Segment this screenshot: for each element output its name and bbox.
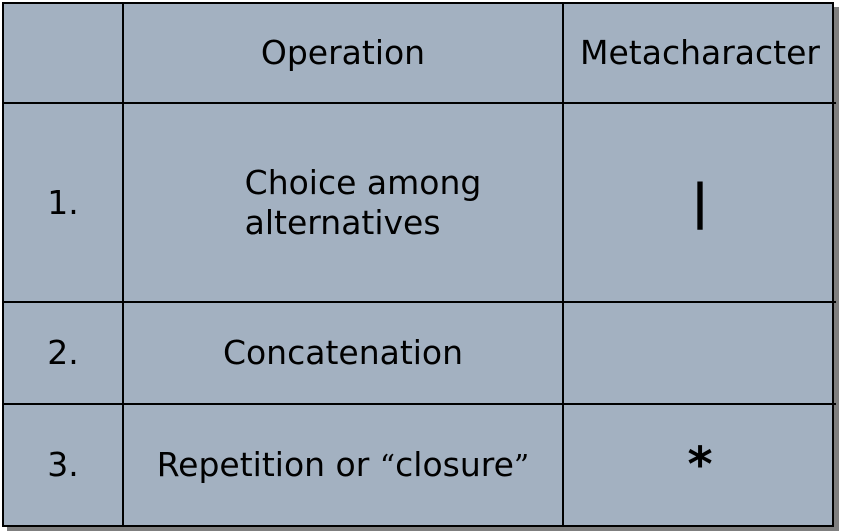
row-number: 1.	[47, 182, 79, 222]
header-operation-cell: Operation	[122, 4, 564, 105]
operation-cell: Concatenation	[122, 300, 564, 405]
operation-text: Concatenation	[222, 332, 464, 372]
header-operation-label: Operation	[260, 33, 426, 73]
operation-line-2: alternatives	[244, 202, 441, 242]
table-header-row: Operation Metacharacter	[4, 4, 836, 105]
metacharacter-cell: *	[562, 402, 836, 525]
pipe-metacharacter: |	[691, 174, 709, 231]
metacharacter-cell	[562, 300, 836, 405]
metacharacter-cell: |	[562, 102, 836, 303]
header-metacharacter-cell: Metacharacter	[562, 4, 836, 105]
table-row: 2. Concatenation	[4, 300, 836, 405]
operation-line-1: Choice among	[244, 163, 482, 202]
row-number: 2.	[47, 332, 79, 372]
row-number: 3.	[47, 445, 79, 485]
close-quote: ”	[513, 448, 530, 484]
regex-operations-table: Operation Metacharacter 1. Choice among …	[4, 4, 836, 525]
operation-quoted: closure	[395, 444, 514, 484]
table-row: 3. Repetition or “closure” *	[4, 402, 836, 525]
operation-text: Choice among alternatives	[245, 163, 482, 242]
operation-text: Repetition or “closure”	[157, 445, 530, 484]
operation-cell: Choice among alternatives	[122, 102, 564, 303]
row-number-cell: 3.	[4, 402, 124, 525]
header-number-cell	[4, 4, 124, 105]
operations-table: Operation Metacharacter 1. Choice among …	[2, 2, 836, 527]
table-row: 1. Choice among alternatives |	[4, 102, 836, 303]
open-quote: “	[379, 448, 396, 484]
operation-cell: Repetition or “closure”	[122, 402, 564, 525]
header-metacharacter-label: Metacharacter	[580, 33, 820, 73]
operation-prefix: Repetition or	[156, 444, 380, 484]
row-number-cell: 2.	[4, 300, 124, 405]
row-number-cell: 1.	[4, 102, 124, 303]
asterisk-metacharacter: *	[687, 436, 713, 493]
